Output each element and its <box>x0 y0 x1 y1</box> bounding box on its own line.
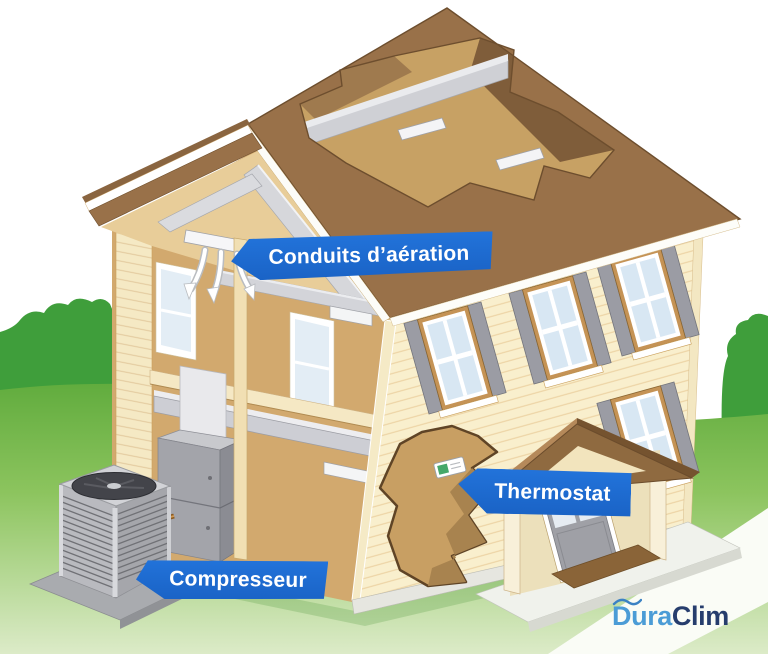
wall-cutaway-hole <box>378 424 499 588</box>
logo-part-dura: Dura <box>612 601 672 631</box>
eave-fascia <box>389 218 741 327</box>
label-banner-thermostat: Thermostat <box>457 468 631 518</box>
duraclim-logo: DuraClim <box>612 598 762 634</box>
bush-right <box>721 313 768 440</box>
corner-stud <box>233 237 248 561</box>
logo-part-clim: Clim <box>671 601 729 631</box>
window-upper-1 <box>403 301 507 419</box>
label-ducts-text: Conduits d’aération <box>268 241 470 269</box>
doormat <box>551 544 661 589</box>
interior-window-left <box>155 261 197 361</box>
label-thermostat-text: Thermostat <box>494 479 611 506</box>
bush-left <box>0 298 115 400</box>
window-upper-3 <box>596 243 700 361</box>
left-roof-edge <box>82 119 263 227</box>
thermostat-device <box>433 456 467 479</box>
house-ground-shadow <box>100 532 710 626</box>
interior-window-right <box>289 311 335 416</box>
attic-hole-duct <box>300 54 545 171</box>
label-banner-compressor: Compresseur <box>136 559 329 602</box>
logo-tilde-wave-icon <box>612 598 642 606</box>
window-upper-2 <box>508 271 612 389</box>
cutaway-interior <box>101 148 393 602</box>
label-compressor-text: Compresseur <box>169 567 307 593</box>
